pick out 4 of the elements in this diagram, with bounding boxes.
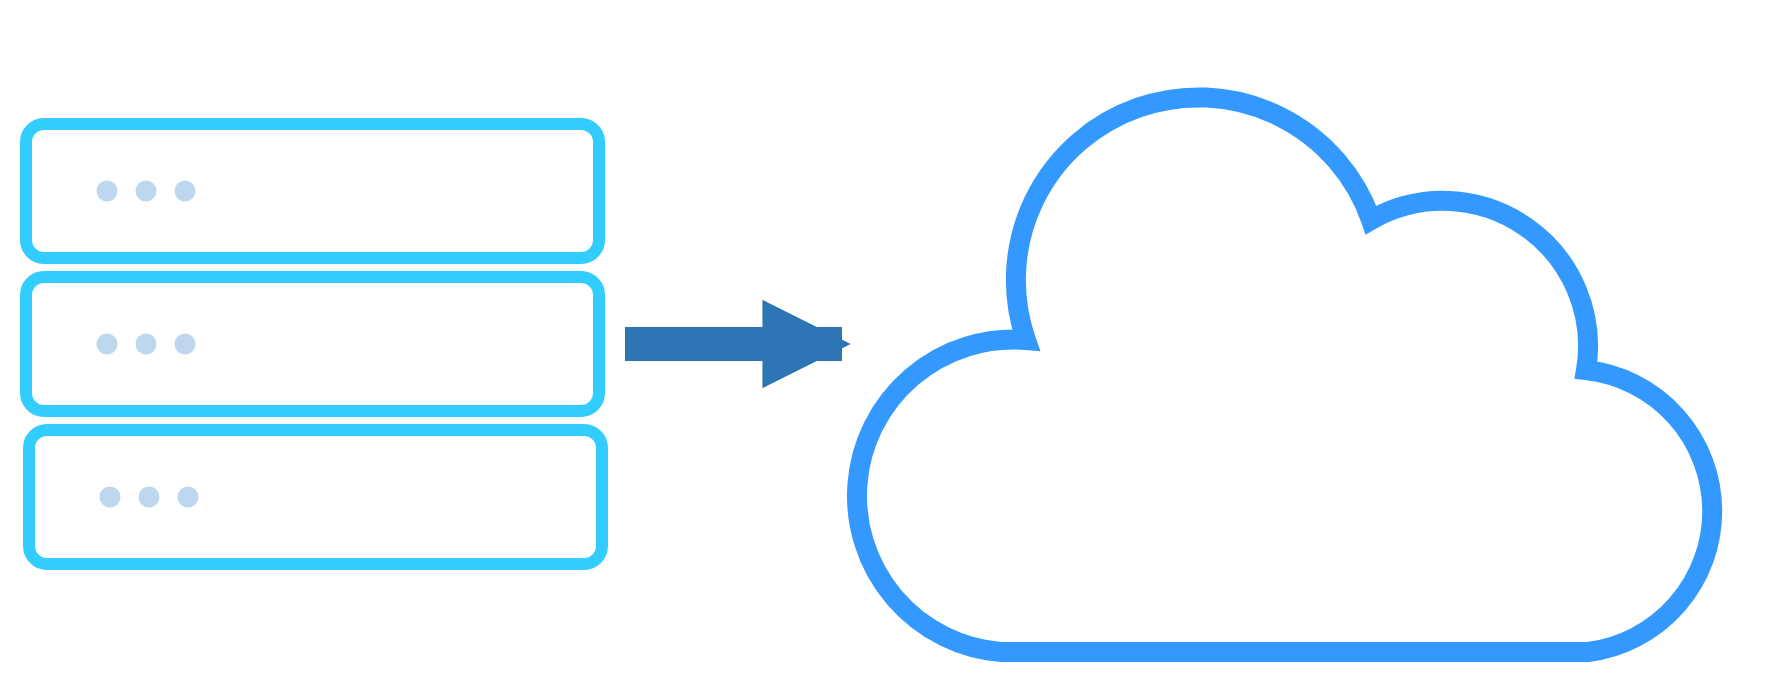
server-unit <box>20 271 605 417</box>
server-unit <box>20 118 605 264</box>
arrow <box>625 299 851 389</box>
server-unit <box>23 424 608 570</box>
